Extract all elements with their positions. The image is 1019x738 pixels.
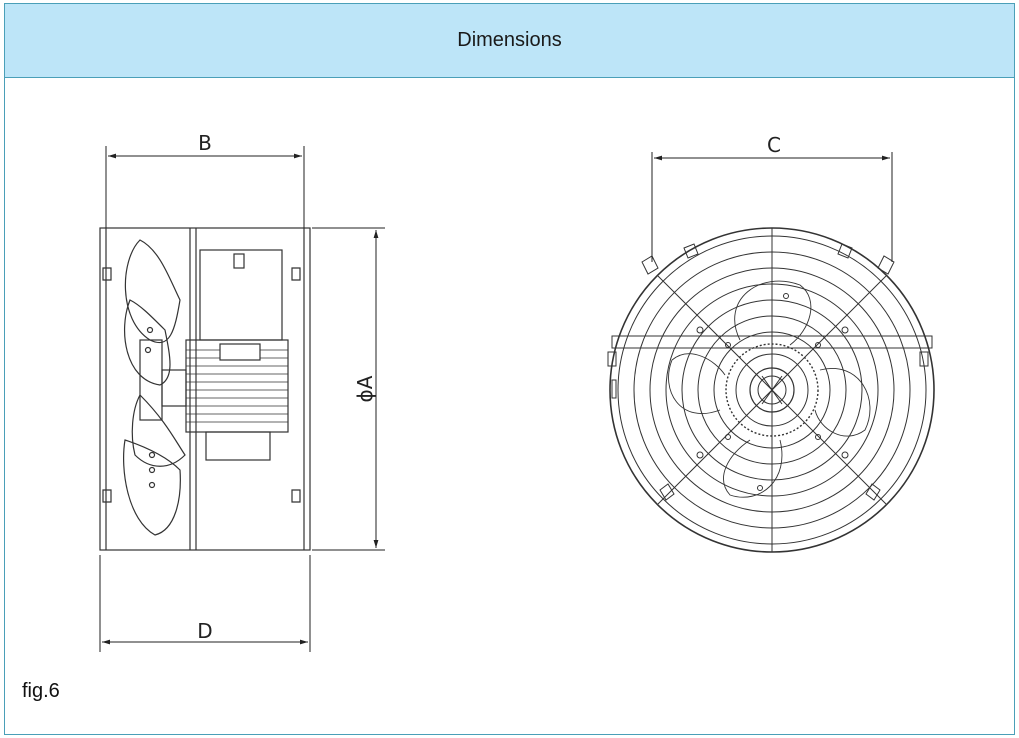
dimension-c-label: C bbox=[767, 133, 781, 157]
panel-header: Dimensions bbox=[5, 4, 1014, 78]
dimension-a bbox=[312, 227, 385, 551]
dimension-b-label: B bbox=[198, 131, 212, 155]
figure-label: fig.6 bbox=[22, 680, 60, 702]
dimension-d-label: D bbox=[197, 619, 212, 643]
fan-front-view bbox=[607, 227, 935, 553]
fan-side-view bbox=[99, 227, 311, 551]
dimension-b bbox=[105, 146, 305, 228]
dimension-a-label: ϕA bbox=[353, 375, 377, 402]
panel-title: Dimensions bbox=[457, 29, 562, 51]
dimension-d bbox=[99, 555, 311, 652]
dimension-c bbox=[651, 152, 893, 262]
